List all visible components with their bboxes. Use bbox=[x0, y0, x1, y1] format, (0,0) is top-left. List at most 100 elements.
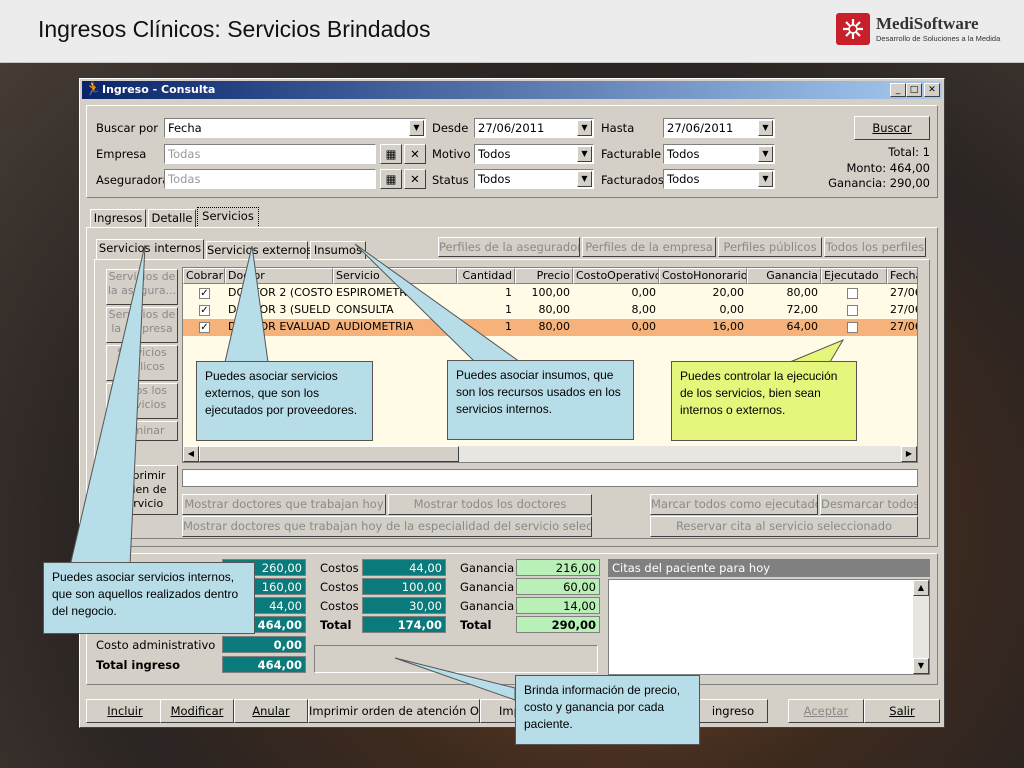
ganancia-label: Ganancia bbox=[460, 580, 515, 594]
chevron-down-icon[interactable]: ▼ bbox=[409, 120, 424, 136]
buscar-button[interactable]: Buscar bbox=[854, 116, 930, 140]
todos-servicios-button[interactable]: Todos los servicios bbox=[106, 383, 178, 419]
anular-button[interactable]: Anular bbox=[234, 699, 308, 723]
motivo-select[interactable]: Todos ▼ bbox=[474, 144, 594, 164]
cobrar-checkbox[interactable]: ✓ bbox=[199, 322, 210, 333]
maximize-button[interactable]: □ bbox=[906, 83, 922, 97]
cobrar-checkbox[interactable]: ✓ bbox=[199, 288, 210, 299]
perfiles-publicos-button[interactable]: Perfiles públicos bbox=[718, 237, 822, 257]
col-header-cobrar[interactable]: Cobrar bbox=[183, 268, 225, 284]
minimize-button[interactable]: _ bbox=[890, 83, 906, 97]
scroll-down-icon[interactable]: ▼ bbox=[913, 658, 929, 674]
ejecutado-checkbox[interactable] bbox=[847, 322, 858, 333]
imprimir-orden-oam-button[interactable]: Imprimir orden de atención OAM bbox=[308, 699, 480, 723]
ingreso-button[interactable]: ingreso bbox=[698, 699, 768, 723]
incluir-button[interactable]: Incluir bbox=[86, 699, 164, 723]
col-header-costo-operativo[interactable]: CostoOperativo bbox=[573, 268, 659, 284]
status-text-field[interactable] bbox=[182, 469, 918, 487]
scroll-right-icon[interactable]: ▶ bbox=[901, 446, 917, 462]
empresa-clear-button[interactable]: ✕ bbox=[404, 144, 426, 164]
aseguradora-list-button[interactable]: ▦ bbox=[380, 169, 402, 189]
table-icon: ▦ bbox=[385, 147, 397, 161]
servicios-empresa-button[interactable]: Servicios de la empresa bbox=[106, 307, 178, 343]
imprimir-orden-servicio-button[interactable]: Imprimir orden de servicio bbox=[106, 465, 178, 515]
logo-name: MediSoftware bbox=[876, 14, 979, 33]
table-row[interactable]: ✓ DOCTOR 3 (SUELD CONSULTA 1 80,00 8,00 … bbox=[183, 302, 917, 319]
marcar-todos-ejecutados-button[interactable]: Marcar todos como ejecutados bbox=[650, 494, 818, 515]
empresa-list-button[interactable]: ▦ bbox=[380, 144, 402, 164]
col-header-ganancia[interactable]: Ganancia bbox=[747, 268, 821, 284]
close-icon: ✕ bbox=[410, 172, 420, 186]
chevron-down-icon[interactable]: ▼ bbox=[577, 171, 592, 187]
col-header-cantidad[interactable]: Cantidad bbox=[457, 268, 515, 284]
grid-horizontal-scrollbar[interactable]: ◀ ▶ bbox=[183, 446, 917, 462]
hasta-date-picker[interactable]: 27/06/2011 ▼ bbox=[663, 118, 775, 138]
scroll-up-icon[interactable]: ▲ bbox=[913, 580, 929, 596]
ejecutado-checkbox[interactable] bbox=[847, 288, 858, 299]
logo-tagline: Desarrollo de Soluciones a la Medida bbox=[876, 34, 1001, 43]
desde-date-picker[interactable]: 27/06/2011 ▼ bbox=[474, 118, 594, 138]
col-header-ejecutado[interactable]: Ejecutado bbox=[821, 268, 887, 284]
close-button[interactable]: ✕ bbox=[924, 83, 940, 97]
scroll-left-icon[interactable]: ◀ bbox=[183, 446, 199, 462]
chevron-down-icon[interactable]: ▼ bbox=[758, 120, 773, 136]
table-row-selected[interactable]: ✓ DOCTOR EVALUAD AUDIOMETRIA 1 80,00 0,0… bbox=[183, 319, 917, 336]
ejecutado-checkbox[interactable] bbox=[847, 305, 858, 316]
col-header-precio[interactable]: Precio bbox=[515, 268, 573, 284]
imprimir-button[interactable]: Imp bbox=[480, 699, 520, 723]
filter-panel bbox=[86, 105, 938, 198]
tab-ingresos[interactable]: Ingresos bbox=[90, 209, 146, 227]
col-header-fecha[interactable]: Fecha bbox=[887, 268, 917, 284]
todos-perfiles-button[interactable]: Todos los perfiles bbox=[824, 237, 926, 257]
eliminar-button[interactable]: Eliminar bbox=[106, 421, 178, 441]
servicios-aseguradora-button[interactable]: Servicios de la asegura... bbox=[106, 269, 178, 305]
chevron-down-icon[interactable]: ▼ bbox=[758, 171, 773, 187]
costo-honorario-cell: 20,00 bbox=[712, 286, 745, 299]
aseguradora-clear-button[interactable]: ✕ bbox=[404, 169, 426, 189]
window-titlebar[interactable]: 🏃 Ingreso - Consulta _ □ ✕ bbox=[82, 81, 942, 99]
modificar-button[interactable]: Modificar bbox=[160, 699, 234, 723]
citas-scrollbar[interactable]: ▲ ▼ bbox=[913, 580, 929, 674]
scrollbar-thumb[interactable] bbox=[199, 446, 459, 462]
col-header-doctor[interactable]: Doctor bbox=[225, 268, 333, 284]
tab-detalle[interactable]: Detalle bbox=[148, 209, 196, 227]
window-title: Ingreso - Consulta bbox=[102, 83, 216, 96]
status-select[interactable]: Todos ▼ bbox=[474, 169, 594, 189]
doctor-cell: DOCTOR 2 (COSTO bbox=[228, 286, 333, 299]
facturados-select[interactable]: Todos ▼ bbox=[663, 169, 775, 189]
note-servicios-externos: Puedes asociar servicios externos, que s… bbox=[196, 361, 373, 441]
costos-value-3: 30,00 bbox=[362, 597, 446, 614]
salir-button[interactable]: Salir bbox=[864, 699, 940, 723]
status-label: Status bbox=[432, 173, 469, 187]
tab-servicios[interactable]: Servicios bbox=[197, 207, 259, 228]
subtab-insumos[interactable]: Insumos bbox=[310, 241, 366, 259]
buscar-por-select[interactable]: Fecha ▼ bbox=[164, 118, 426, 138]
col-header-costo-honorario[interactable]: CostoHonorario bbox=[659, 268, 747, 284]
chevron-down-icon[interactable]: ▼ bbox=[758, 146, 773, 162]
facturable-select[interactable]: Todos ▼ bbox=[663, 144, 775, 164]
servicios-publicos-button[interactable]: Servicios públicos bbox=[106, 345, 178, 381]
fecha-cell: 27/06. bbox=[890, 320, 917, 333]
reservar-cita-button[interactable]: Reservar cita al servicio seleccionado bbox=[650, 516, 918, 537]
desmarcar-todos-button[interactable]: Desmarcar todos bbox=[820, 494, 918, 515]
cantidad-cell: 1 bbox=[505, 320, 512, 333]
col-header-servicio[interactable]: Servicio bbox=[333, 268, 457, 284]
aseguradora-field[interactable]: Todas bbox=[164, 169, 376, 189]
subtab-servicios-internos[interactable]: Servicios internos bbox=[96, 239, 204, 260]
logo-mark-icon bbox=[836, 13, 870, 45]
subtab-servicios-externos[interactable]: Servicios externos bbox=[206, 241, 313, 259]
mostrar-doctores-hoy-button[interactable]: Mostrar doctores que trabajan hoy bbox=[182, 494, 386, 515]
mostrar-doctores-especialidad-button[interactable]: Mostrar doctores que trabajan hoy de la … bbox=[182, 516, 592, 537]
mostrar-todos-doctores-button[interactable]: Mostrar todos los doctores bbox=[388, 494, 592, 515]
perfiles-aseguradora-button[interactable]: Perfiles de la aseguradora bbox=[438, 237, 580, 257]
empresa-field[interactable]: Todas bbox=[164, 144, 376, 164]
ganancia-cell: 72,00 bbox=[786, 303, 819, 316]
chevron-down-icon[interactable]: ▼ bbox=[577, 146, 592, 162]
aceptar-button[interactable]: Aceptar bbox=[788, 699, 864, 723]
perfiles-empresa-button[interactable]: Perfiles de la empresa bbox=[582, 237, 716, 257]
table-row[interactable]: ✓ DOCTOR 2 (COSTO ESPIROMETRIA 1 100,00 … bbox=[183, 285, 917, 302]
chevron-down-icon[interactable]: ▼ bbox=[577, 120, 592, 136]
citas-header: Citas del paciente para hoy bbox=[608, 559, 930, 577]
cobrar-checkbox[interactable]: ✓ bbox=[199, 305, 210, 316]
citas-list[interactable]: ▲ ▼ bbox=[608, 579, 930, 675]
